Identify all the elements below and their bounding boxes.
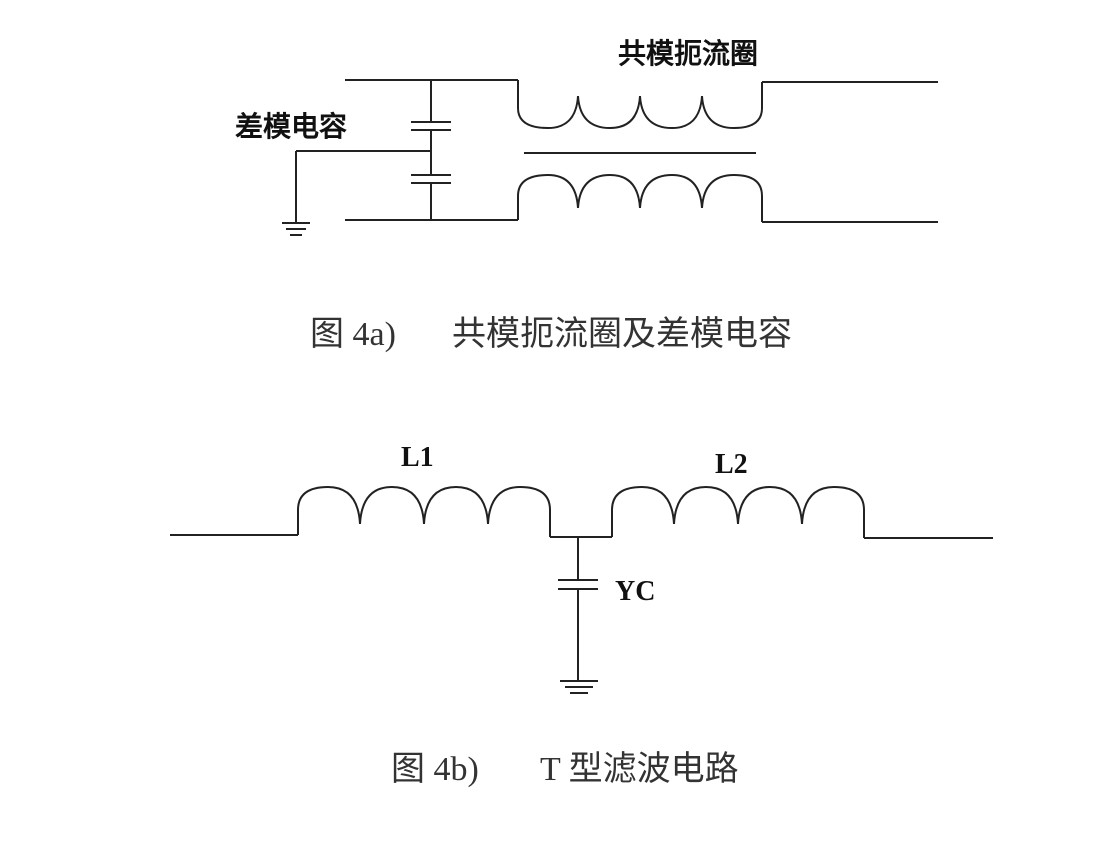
caption-b-text: T 型滤波电路 (540, 750, 739, 788)
cap-label: 差模电容 (235, 110, 347, 143)
caption-a-text: 共模扼流圈及差模电容 (452, 315, 792, 353)
choke-bottom-coil (517, 173, 763, 209)
ground-symbol-a (282, 222, 310, 236)
l1-label: L1 (401, 442, 434, 473)
choke-top-coil (517, 95, 763, 130)
choke-label: 共模扼流圈 (618, 37, 758, 70)
yc-label: YC (615, 576, 655, 607)
figure-4b: L1 L2 YC 图 4b) T 型滤波电路 (170, 442, 993, 788)
figure-4a: 共模扼流圈 差模电容 图 4a) 共模扼流圈及差模电容 (235, 37, 938, 353)
caption-b-number: 图 4b) (391, 751, 479, 788)
ground-symbol-b (560, 680, 598, 694)
l2-coil (611, 485, 865, 525)
caption-a-number: 图 4a) (310, 316, 396, 353)
l2-label: L2 (715, 449, 748, 480)
l1-coil (297, 485, 551, 525)
